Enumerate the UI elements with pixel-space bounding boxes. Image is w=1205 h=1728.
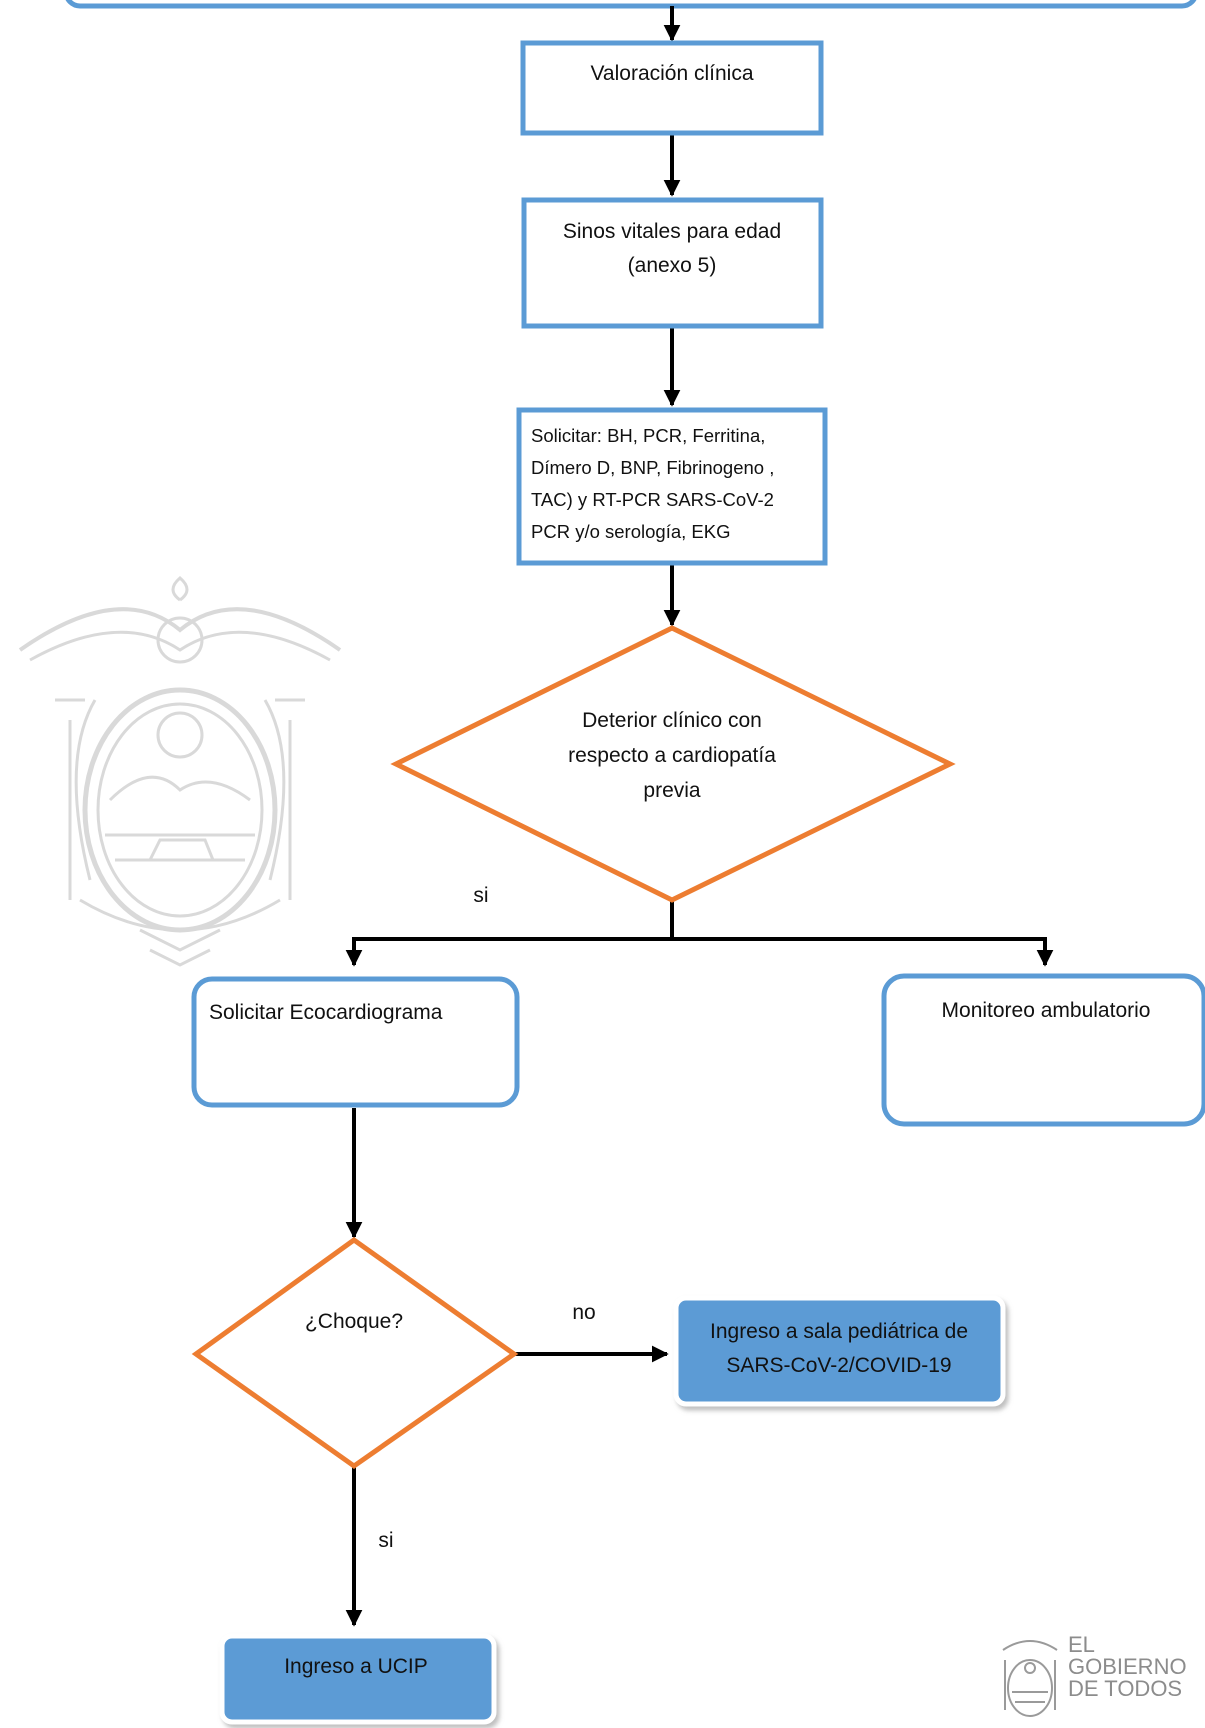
node-monitoreo-box — [881, 973, 1205, 1127]
node-signos-line-2: (anexo 5) — [628, 254, 717, 277]
coat-of-arms-watermark — [18, 576, 342, 967]
node-monitoreo: Monitoreo ambulatorio — [881, 973, 1205, 1127]
node-ecocardiograma-text: Solicitar Ecocardiograma — [209, 1001, 443, 1024]
node-deterioro-diamond — [390, 625, 956, 903]
node-deterioro-line-1: Deterior clínico con — [582, 709, 762, 732]
node-ucip-text: Ingreso a UCIP — [284, 1655, 428, 1678]
node-sala-box — [673, 1295, 1006, 1407]
logo-line-2: GOBIERNO — [1068, 1654, 1187, 1679]
top-box-partial — [65, 0, 1197, 9]
node-valoracion-text: Valoración clínica — [590, 62, 753, 85]
node-ucip: Ingreso a UCIP — [219, 1633, 497, 1725]
edge-label-si-choque: si — [378, 1529, 393, 1552]
gobierno-logo: EL GOBIERNO DE TODOS — [1002, 1632, 1187, 1717]
logo-line-3: DE TODOS — [1068, 1676, 1182, 1701]
node-deterioro: Deterior clínico con respecto a cardiopa… — [390, 625, 956, 903]
connectors — [345, 6, 1054, 1627]
node-valoracion: Valoración clínica — [520, 40, 824, 136]
node-ucip-box — [219, 1633, 497, 1725]
node-ecocardiograma: Solicitar Ecocardiograma — [191, 976, 520, 1108]
edge-label-no-choque: no — [572, 1301, 595, 1324]
node-valoracion-box — [520, 40, 824, 136]
gobierno-seal-icon — [1002, 1640, 1058, 1717]
node-solicitar: Solicitar: BH, PCR, Ferritina, Dímero D,… — [516, 407, 828, 566]
node-sala: Ingreso a sala pediátrica de SARS-CoV-2/… — [673, 1295, 1006, 1407]
node-signos-line-1: Sinos vitales para edad — [563, 220, 781, 243]
node-deterioro-line-2: respecto a cardiopatía — [568, 744, 776, 767]
node-signos: Sinos vitales para edad (anexo 5) — [521, 197, 824, 329]
node-monitoreo-text: Monitoreo ambulatorio — [942, 999, 1151, 1022]
node-choque-text: ¿Choque? — [305, 1310, 403, 1333]
node-choque: ¿Choque? — [191, 1236, 519, 1470]
node-sala-line-2: SARS-CoV-2/COVID-19 — [726, 1354, 951, 1377]
node-solicitar-line-1: Solicitar: BH, PCR, Ferritina, — [531, 425, 765, 446]
node-solicitar-box — [516, 407, 828, 566]
node-choque-diamond — [191, 1236, 519, 1470]
node-solicitar-line-3: TAC) y RT-PCR SARS-CoV-2 — [531, 489, 774, 510]
node-deterioro-line-3: previa — [643, 779, 701, 802]
node-sala-line-1: Ingreso a sala pediátrica de — [710, 1320, 968, 1343]
edge-label-si-deterioro: si — [473, 884, 488, 907]
node-solicitar-line-2: Dímero D, BNP, Fibrinogeno , — [531, 457, 774, 478]
logo-line-1: EL — [1068, 1632, 1095, 1657]
node-solicitar-line-4: PCR y/o serología, EKG — [531, 521, 730, 542]
node-ecocardiograma-box — [191, 976, 520, 1108]
node-signos-box — [521, 197, 824, 329]
